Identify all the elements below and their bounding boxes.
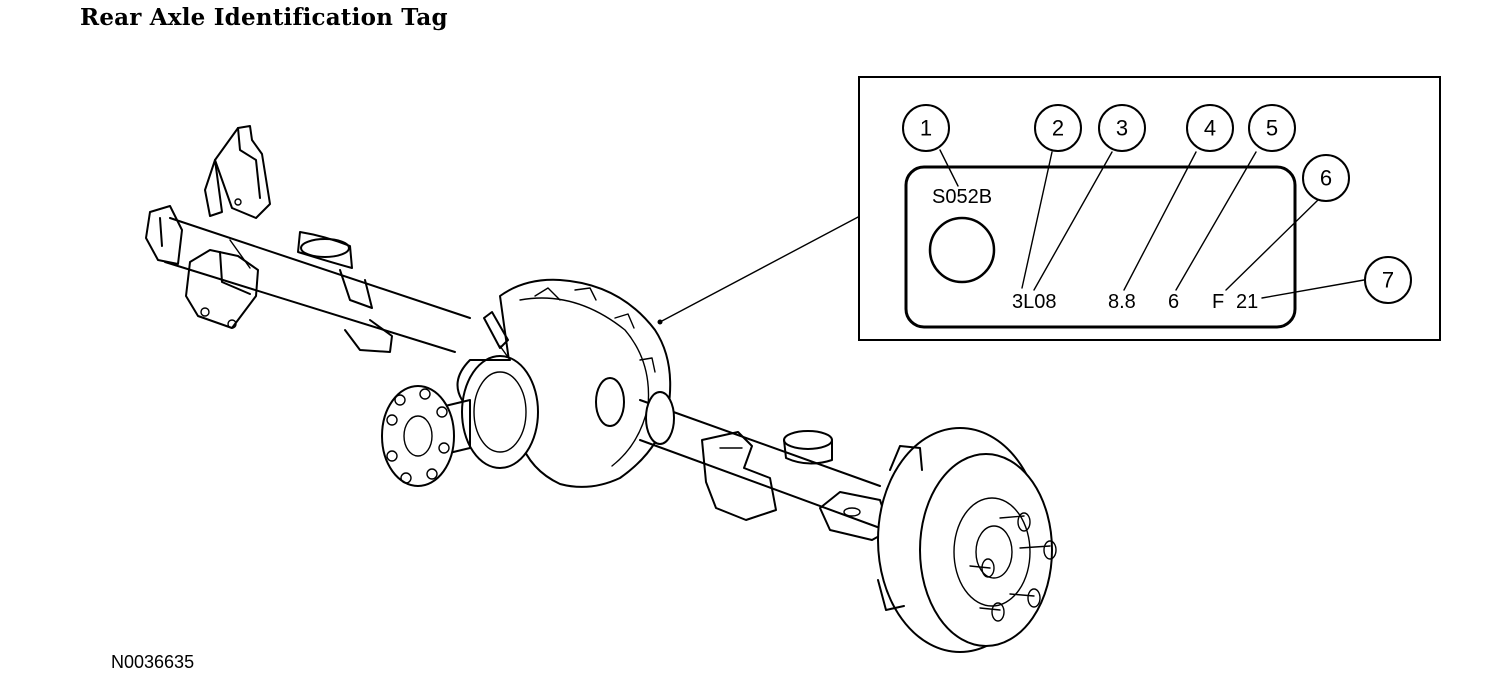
callout-7: 7 [1364,256,1412,304]
tag-code: S052B [932,186,992,208]
svg-text:2: 2 [1052,116,1064,141]
callout-1: 1 [902,104,950,152]
svg-text:1: 1 [920,116,932,141]
tag-inset: S052B 3L08 8.8 6 F 21 1 2 3 4 [858,76,1441,341]
tag-shift: 6 [1168,291,1179,313]
page-title: Rear Axle Identification Tag [80,4,448,31]
rear-axle-illustration [145,125,1057,653]
svg-text:5: 5 [1266,116,1278,141]
callout-3: 3 [1098,104,1146,152]
svg-text:6: 6 [1320,166,1332,191]
svg-text:3: 3 [1116,116,1128,141]
callout-4: 4 [1186,104,1234,152]
tag-plant-code: 3L08 [1012,291,1057,313]
tag-traction: F [1212,291,1224,313]
callout-2: 2 [1034,104,1082,152]
tag-leader-line [659,215,861,323]
figure-code: N0036635 [111,652,195,672]
tag-ratio: 21 [1236,291,1258,313]
tag-hole [928,216,996,284]
tag-ring-gear-size: 8.8 [1108,291,1136,313]
svg-text:7: 7 [1382,268,1394,293]
callout-6: 6 [1302,154,1350,202]
callout-5: 5 [1248,104,1296,152]
svg-text:4: 4 [1204,116,1216,141]
